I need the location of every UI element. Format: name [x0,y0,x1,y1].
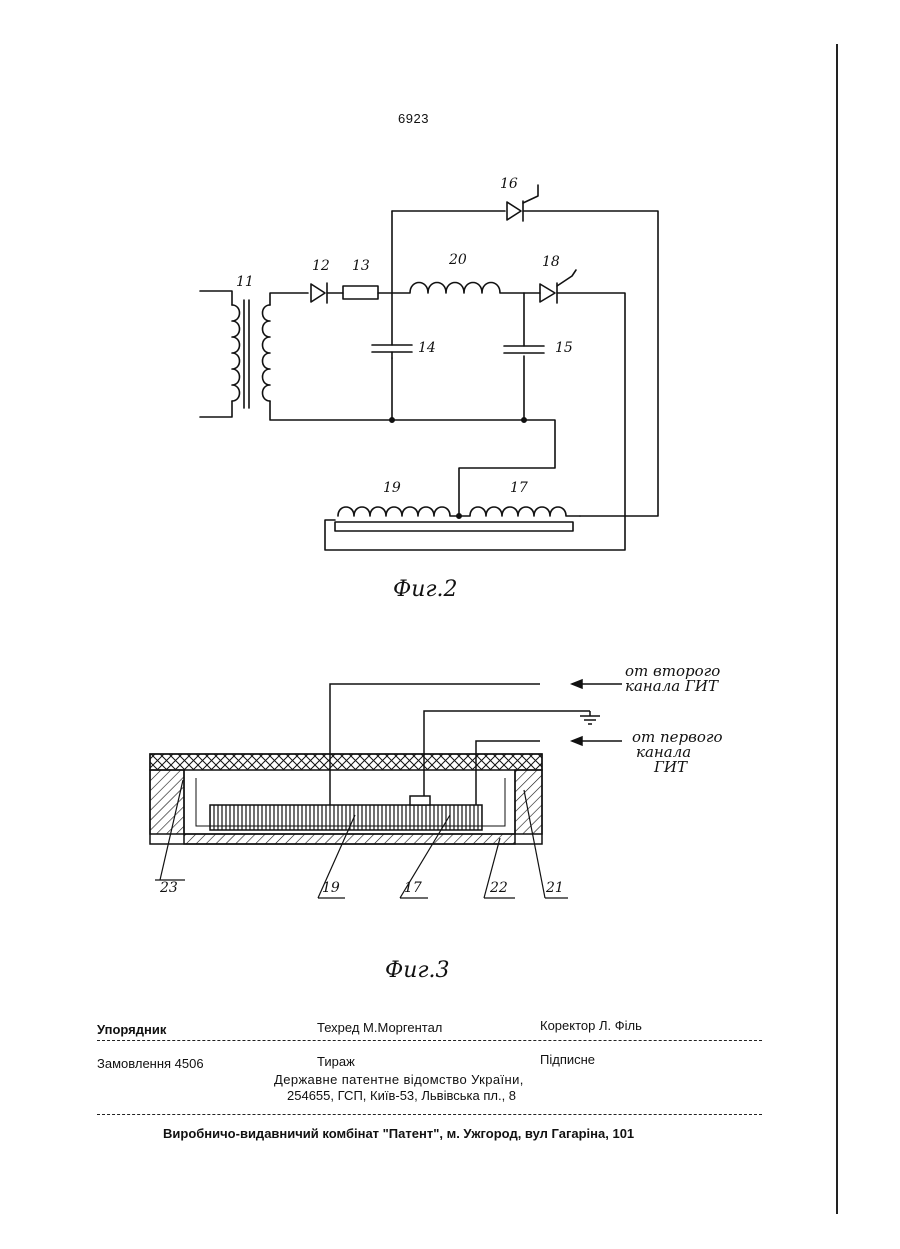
label-17-fig3: 17 [404,880,422,896]
note-first-channel: от первого канала ГИТ [632,730,723,775]
coil-block [210,805,482,830]
footer-compiler: Упорядник [97,1022,166,1037]
footer-subscription: Підписне [540,1052,595,1067]
label-19-fig3: 19 [322,880,340,896]
fig3-caption: Фиг.3 [385,958,450,983]
footer-circulation: Тираж [317,1054,355,1069]
wall-right [515,770,542,834]
label-21: 21 [546,880,564,896]
note-second-line2: канала ГИТ [625,679,720,694]
footer-techred: Техред М.Моргентал [317,1020,442,1035]
note-second-channel: от второго канала ГИТ [625,664,720,694]
footer-office-line2: 254655, ГСП, Київ-53, Львівська пл., 8 [287,1088,516,1103]
label-23: 23 [160,880,178,896]
lid-crosshatch [150,754,542,770]
footer-rule-top [97,1040,762,1041]
note-first-line3: ГИТ [632,760,723,775]
footer-office-line1: Державне патентне відомство України, [274,1072,524,1087]
footer-rule-bottom [97,1114,762,1115]
housing-bottom [184,834,515,844]
footer-corrector: Коректор Л. Філь [540,1018,642,1033]
footer-order: Замовлення 4506 [97,1056,204,1071]
center-tap [410,796,430,805]
wall-left [150,770,184,834]
footer-printer: Виробничо-видавничий комбінат "Патент", … [163,1126,634,1141]
label-22: 22 [490,880,508,896]
